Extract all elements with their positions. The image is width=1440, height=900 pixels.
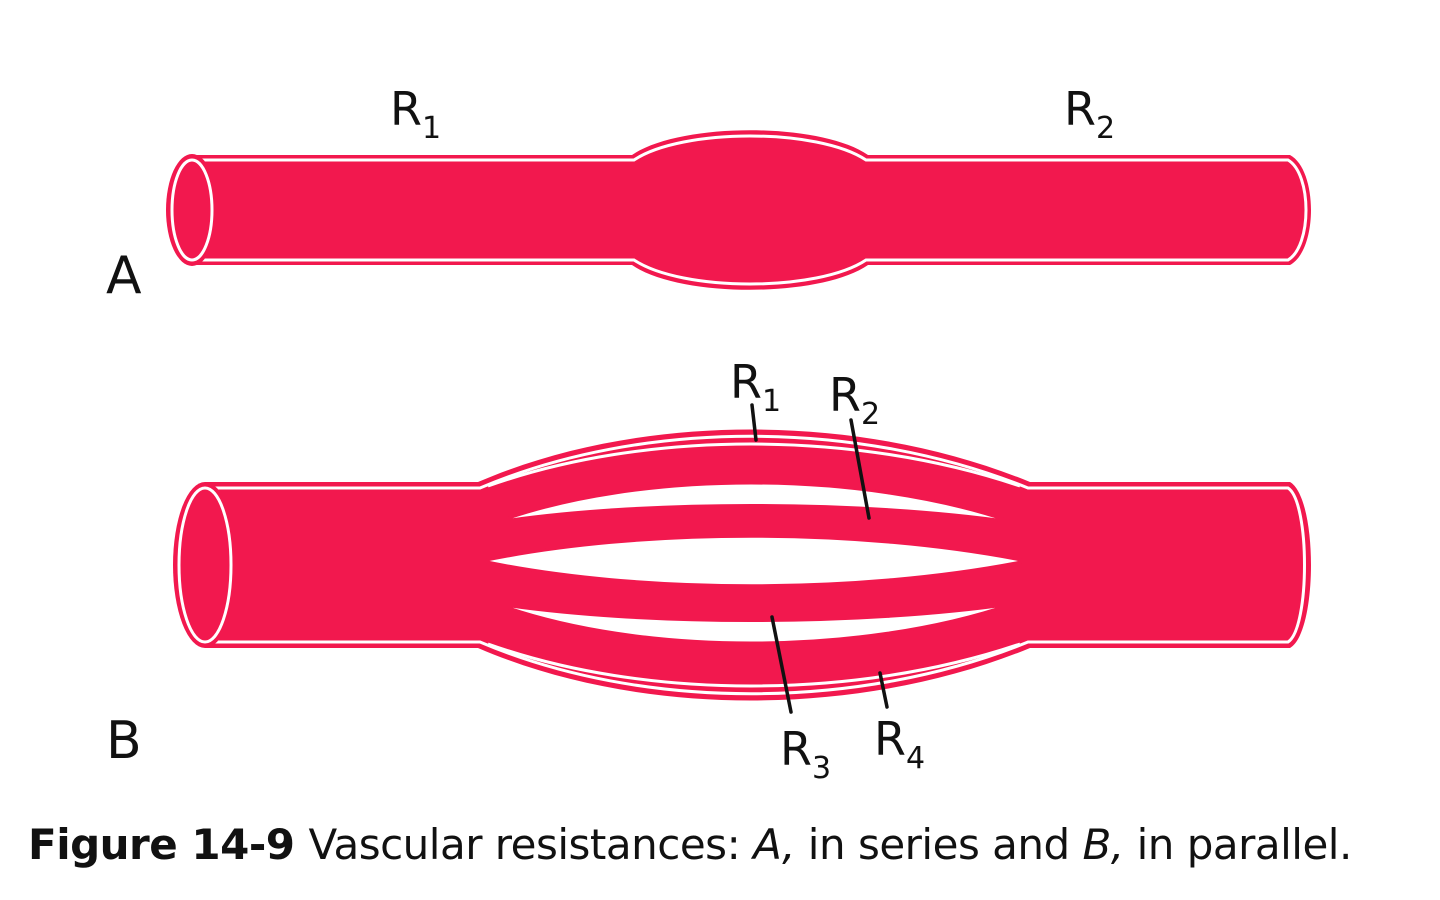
panel-b-label-r4-sub: 4 [906,741,925,776]
panel-b-top-channel-line [487,442,1021,488]
panel-b-label-r2: R 2 [829,368,880,432]
figure-caption: Figure 14-9 Vascular resistances: A, in s… [28,820,1352,869]
panel-b-leader-r3 [770,615,793,714]
panel-b-label-r4-main: R [874,712,906,766]
panel-b-gap-middle [481,534,1027,588]
caption-text-1: Vascular resistances: [308,820,754,869]
caption-b-letter: B, [1082,820,1125,869]
panel-a-label-r1: R 1 [390,82,441,146]
panel-b-leader-r4 [878,671,889,709]
panel-a-label-r2-sub: 2 [1096,111,1115,146]
panel-b-letter: B [106,711,142,771]
panel-a-label-r2: R 2 [1064,82,1115,146]
panel-b-gap-upper [496,481,1013,524]
panel-b-vessel-outline [208,434,1306,696]
panel-b-label-r3: R 3 [780,722,831,786]
panel-b-vessel-opening-rim [177,486,233,644]
panel-a-label-r1-main: R [390,82,422,136]
panel-b-label-r4: R 4 [874,712,925,776]
caption-text-3: in parallel. [1123,820,1353,869]
panel-b-label-r1-main: R [730,355,762,409]
panel-b-label-r3-main: R [780,722,812,776]
panel-b-label-r2-sub: 2 [861,397,880,432]
figure-number: Figure 14-9 [28,820,295,869]
caption-text-2: in series and [794,820,1083,869]
panel-a-vessel-outline [196,134,1308,286]
panel-b-label-r1: R 1 [730,355,781,419]
panel-b-leader-r1 [750,403,758,442]
panel-a-label-r1-sub: 1 [422,111,441,146]
caption-a-letter: A, [753,820,795,869]
panel-a-label-r2-main: R [1064,82,1096,136]
panel-b-label-r2-main: R [829,368,861,422]
panel-a-vessel-body [192,130,1311,290]
panel-a-vessel-opening-rim [170,158,214,262]
panel-b-gap-lower [496,602,1013,645]
panel-a-letter: A [106,246,142,306]
panel-b-leader-r2 [849,418,871,520]
panel-b-vessel-opening-inner [188,493,228,637]
panel-b-label-r3-sub: 3 [812,751,831,786]
panel-a-vessel-opening [166,154,218,266]
panel-a-series-vessel [166,130,1311,290]
panel-b-parallel-vessel [173,429,1311,701]
panel-b-label-r1-sub: 1 [762,384,781,419]
panel-a-vessel-opening-inner [178,164,210,256]
panel-b-bottom-channel-line [487,642,1021,688]
